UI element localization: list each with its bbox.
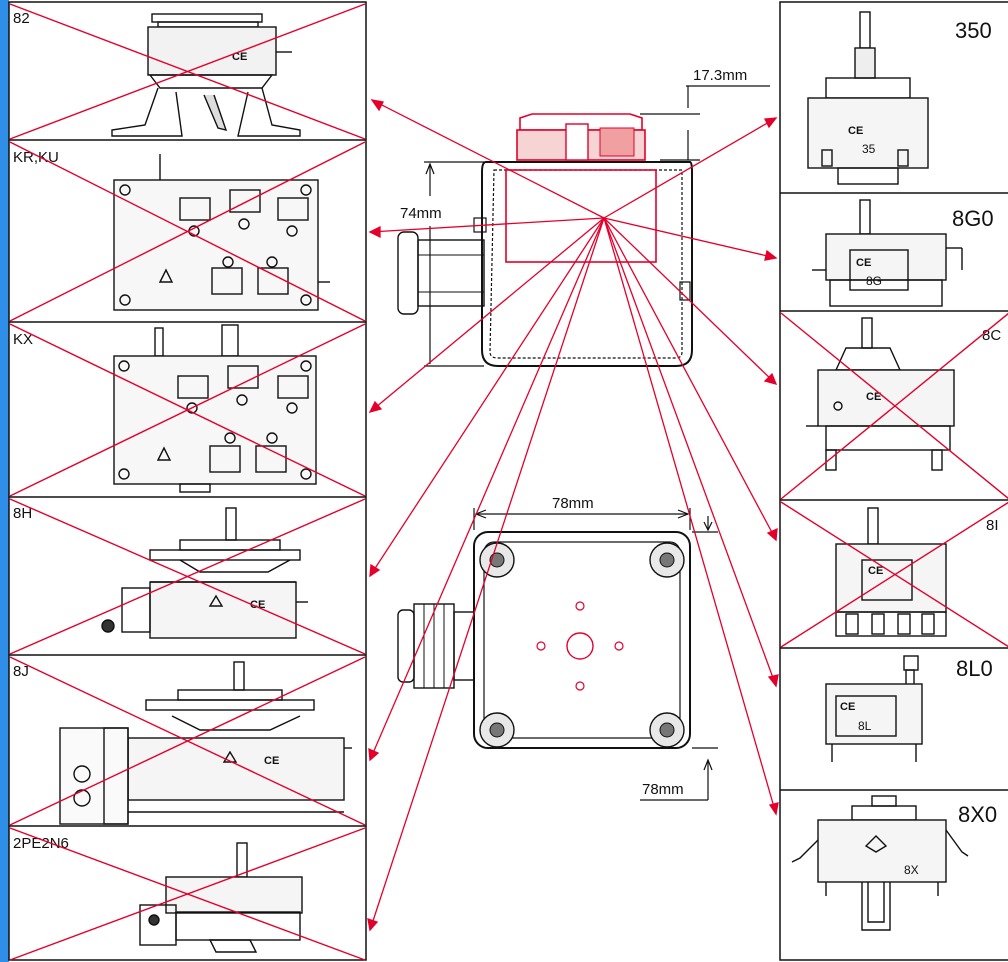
panel-label: 350 [955, 18, 992, 43]
model-marking: 8L [858, 719, 872, 733]
panel-label: 8G0 [952, 206, 994, 231]
model-marking: 35 [862, 142, 876, 156]
right-column-frame [779, 1, 1008, 961]
panel-label: 82 [13, 10, 30, 27]
right-panel-8l0: 8L0 CE 8L [780, 655, 1008, 791]
left-panel-8j: 8J CE [9, 656, 366, 827]
model-marking: 8G [866, 274, 882, 288]
left-panel-8h: 8H CE [9, 498, 366, 656]
enclosure-side-section [397, 113, 693, 367]
right-panel-8g0: 8G0 CE 8G [780, 199, 1008, 312]
panel-label: 2PE2N6 [13, 835, 69, 852]
left-panel-kr-ku: KR,KU [9, 141, 366, 323]
ce-mark: CE [264, 755, 279, 767]
ce-mark: CE [866, 391, 881, 403]
dimension-label-body-height: 74mm [400, 205, 442, 222]
dimension-depth [640, 516, 718, 801]
ce-mark: CE [856, 257, 871, 269]
model-marking: 8X [904, 863, 919, 877]
left-panel-2pe2n6: 2PE2N6 [9, 827, 366, 961]
ce-mark: CE [232, 51, 247, 63]
ce-mark: CE [250, 599, 265, 611]
dimension-label-width: 78mm [552, 495, 594, 512]
ce-mark: CE [840, 701, 855, 713]
panel-label: 8H [13, 505, 32, 522]
panel-label: KR,KU [13, 149, 59, 166]
left-edge-strip [0, 0, 9, 962]
ce-mark: CE [868, 565, 883, 577]
right-panel-8c: 8C CE [780, 312, 1008, 501]
dimension-label-cap-height: 17.3mm [693, 67, 747, 84]
panel-label: 8J [13, 663, 29, 680]
dimension-cap-height [640, 85, 770, 161]
dimension-width [473, 508, 691, 530]
enclosure-top-view [397, 531, 691, 749]
panel-label: KX [13, 331, 33, 348]
right-panel-350: 350 CE 35 [780, 11, 1008, 194]
panel-label: 8C [982, 327, 1001, 344]
ce-mark: CE [848, 125, 863, 137]
dimension-label-depth: 78mm [642, 781, 684, 798]
left-panel-82: 82 CE [9, 3, 366, 141]
right-panel-8x0: 8X0 8X [791, 795, 997, 931]
panel-label: 8I [986, 517, 999, 534]
pointer-arrows [367, 99, 779, 932]
left-panel-kx: KX [9, 323, 366, 498]
panel-label: 8L0 [956, 656, 993, 681]
dimension-body-height [424, 161, 484, 367]
left-column-frame [8, 1, 367, 961]
right-panel-8i: 8I CE [780, 501, 1008, 649]
panel-label: 8X0 [958, 802, 997, 827]
